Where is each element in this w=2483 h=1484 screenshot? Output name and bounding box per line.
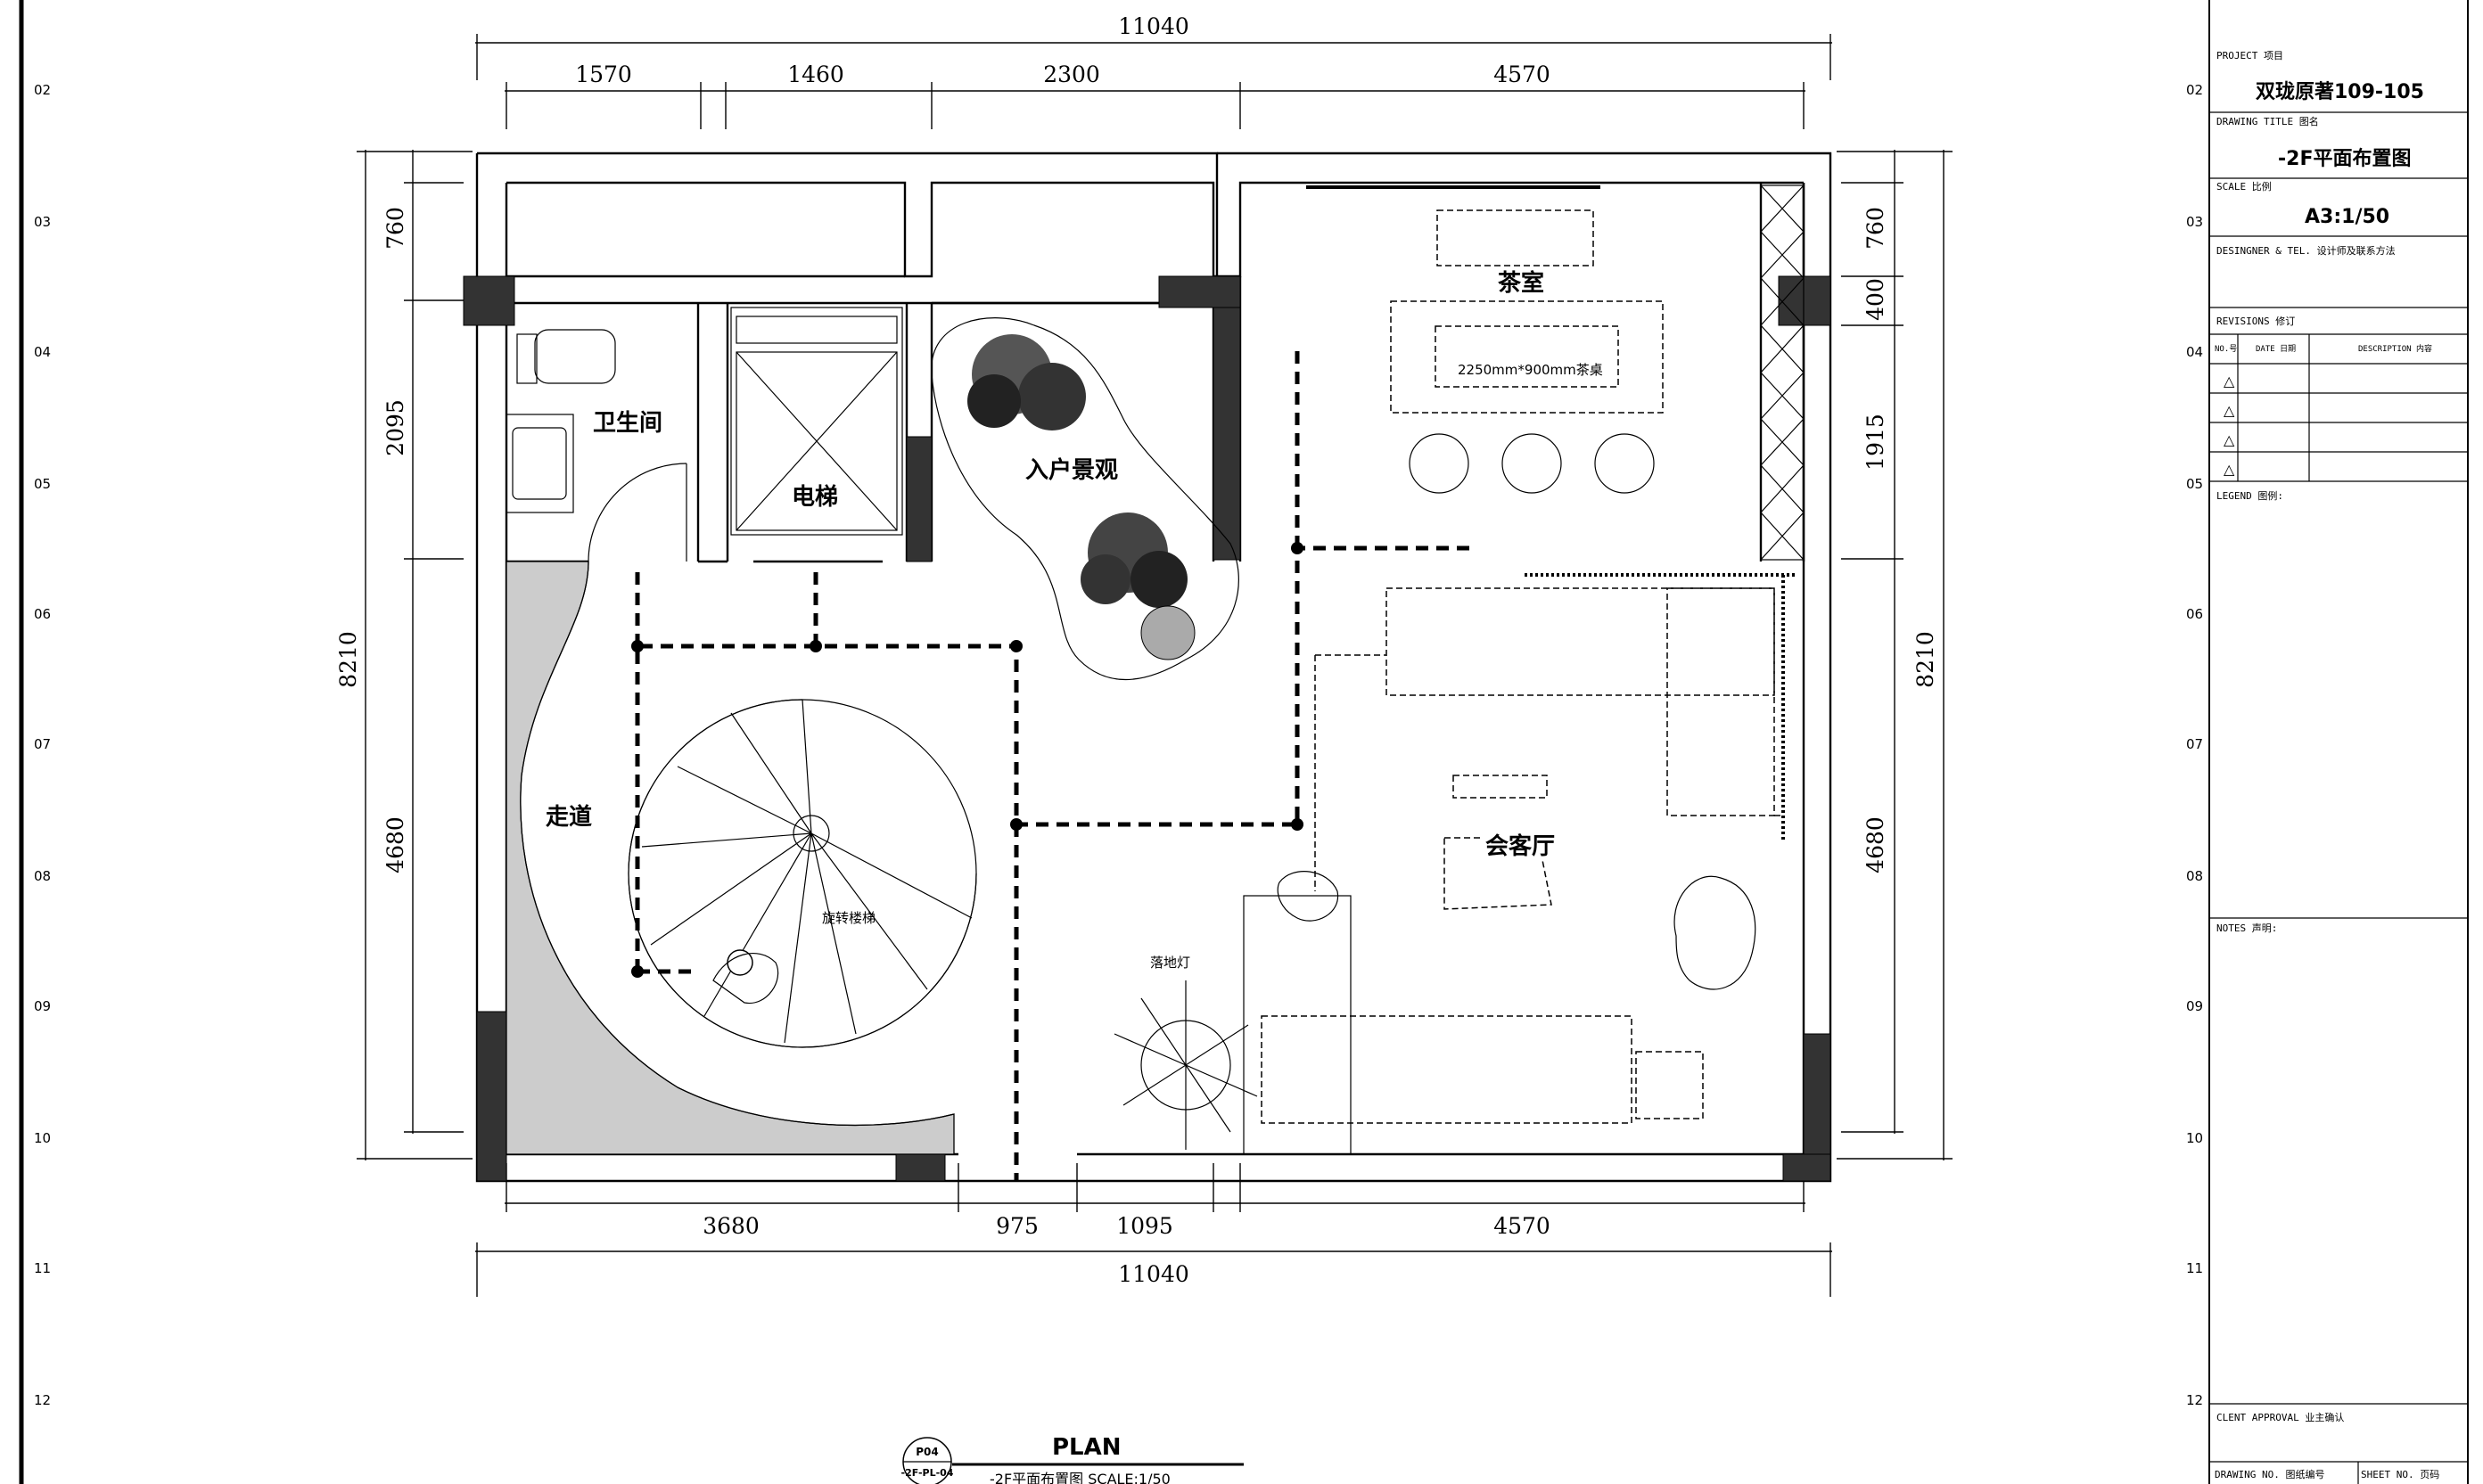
corridor: 走道 bbox=[506, 561, 955, 1155]
bathroom: 卫生间 bbox=[506, 329, 687, 562]
rev-header-desc: DESCRIPTION 内容 bbox=[2358, 343, 2432, 354]
project-label: PROJECT 项目 bbox=[2216, 50, 2283, 61]
revision-triangle-icon: △ bbox=[2224, 373, 2235, 389]
grid-number: 03 bbox=[2186, 214, 2203, 230]
footer-badge-bottom: -2F-PL-04 bbox=[901, 1467, 954, 1479]
bottom-dimensions: 3680 975 1095 4570 11040 bbox=[475, 1163, 1832, 1297]
revision-triangle-icon: △ bbox=[2224, 461, 2235, 478]
dim-right-1: 760 bbox=[1862, 207, 1888, 250]
revisions-label: REVISIONS 修订 bbox=[2216, 315, 2295, 327]
entry-landscape: 入户景观 bbox=[931, 317, 1239, 681]
dim-left-total: 8210 bbox=[335, 631, 361, 688]
grid-number: 04 bbox=[2186, 344, 2203, 360]
title-block: PROJECT 项目 双珑原著109-105 DRAWING TITLE 图名 … bbox=[2209, 50, 2468, 1484]
grid-number: 10 bbox=[2186, 1130, 2203, 1146]
left-dimensions: 8210 760 2095 4680 bbox=[335, 150, 473, 1160]
tree-icon bbox=[1081, 512, 1188, 608]
tree-icon bbox=[967, 334, 1086, 430]
dim-total-bottom: 11040 bbox=[1118, 1261, 1189, 1287]
notes-label: NOTES 声明: bbox=[2216, 922, 2277, 934]
grid-number: 05 bbox=[2186, 476, 2203, 492]
drawing-title: -2F平面布置图 bbox=[2278, 147, 2411, 170]
corridor-label: 走道 bbox=[546, 803, 592, 831]
rev-header-no: NO.号 bbox=[2215, 344, 2237, 354]
circulation-paths bbox=[631, 343, 1476, 1181]
footer-plan-title: PLAN bbox=[1052, 1434, 1122, 1461]
elevator: 电梯 bbox=[730, 307, 903, 536]
grid-numbers-right: 02 03 04 05 06 07 08 09 10 11 12 bbox=[2186, 82, 2203, 1408]
dim-top-1: 1570 bbox=[575, 61, 632, 87]
grid-number: 02 bbox=[34, 82, 51, 98]
tea-table-label: 2250mm*900mm茶桌 bbox=[1458, 362, 1603, 378]
grid-number: 06 bbox=[34, 606, 51, 622]
rev-header-date: DATE 日期 bbox=[2256, 344, 2296, 354]
designer-label: DESINGNER & TEL. 设计师及联系方法 bbox=[2216, 244, 2396, 257]
grid-number: 11 bbox=[34, 1260, 51, 1276]
dim-bottom-2: 975 bbox=[996, 1213, 1039, 1239]
drawing-no-label: DRAWING NO. 图纸编号 bbox=[2215, 1468, 2324, 1480]
spiral-stair-label: 旋转楼梯 bbox=[822, 910, 876, 926]
top-dimensions: 11040 1570 1460 2300 4570 bbox=[475, 13, 1832, 129]
dim-top-2: 1460 bbox=[787, 61, 844, 87]
dim-top-4: 4570 bbox=[1493, 61, 1550, 87]
footer-caption: -2F平面布置图 SCALE:1/50 bbox=[990, 1471, 1171, 1484]
built-in-cabinet bbox=[1760, 184, 1805, 561]
right-dimensions: 8210 760 400 1915 4680 bbox=[1837, 150, 1953, 1160]
grid-number: 06 bbox=[2186, 606, 2203, 622]
grid-number: 09 bbox=[2186, 998, 2203, 1014]
grid-number: 05 bbox=[34, 476, 51, 492]
grid-number: 07 bbox=[34, 736, 51, 752]
grid-number: 08 bbox=[2186, 868, 2203, 884]
legend-label: LEGEND 图例: bbox=[2216, 489, 2283, 502]
reception-label: 会客厅 bbox=[1485, 832, 1555, 860]
spiral-stair: 旋转楼梯 bbox=[628, 699, 977, 1048]
dim-left-1: 760 bbox=[382, 207, 408, 250]
revision-triangle-icon: △ bbox=[2224, 402, 2235, 419]
revision-triangle-icon: △ bbox=[2224, 431, 2235, 448]
scale-label: SCALE 比例 bbox=[2216, 180, 2272, 193]
dim-total-top: 11040 bbox=[1118, 13, 1189, 39]
tea-room: 茶室 2250mm*900mm茶桌 bbox=[1306, 185, 1664, 494]
bathroom-label: 卫生间 bbox=[593, 410, 662, 437]
entry-landscape-label: 入户景观 bbox=[1025, 456, 1118, 484]
grid-number: 10 bbox=[34, 1130, 51, 1146]
columns bbox=[463, 275, 1831, 1182]
dim-right-3: 1915 bbox=[1862, 414, 1888, 471]
dim-left-2: 2095 bbox=[382, 399, 408, 456]
dim-top-3: 2300 bbox=[1043, 61, 1100, 87]
dim-right-total: 8210 bbox=[1912, 631, 1938, 688]
client-approval-label: CLENT APPROVAL 业主确认 bbox=[2216, 1412, 2344, 1423]
grid-number: 04 bbox=[34, 344, 51, 360]
grid-number: 12 bbox=[2186, 1392, 2203, 1408]
grid-number: 11 bbox=[2186, 1260, 2203, 1276]
elevator-label: 电梯 bbox=[792, 484, 838, 511]
project-name: 双珑原著109-105 bbox=[2256, 80, 2424, 103]
floor-lamp: 落地灯 bbox=[1114, 955, 1258, 1150]
walls bbox=[475, 152, 1832, 1183]
dim-left-3: 4680 bbox=[382, 816, 408, 873]
footer-badge-top: P04 bbox=[916, 1446, 939, 1458]
grid-number: 02 bbox=[2186, 82, 2203, 98]
floor-lamp-label: 落地灯 bbox=[1150, 955, 1190, 971]
grid-numbers-left: 02 03 04 05 06 07 08 09 10 11 12 bbox=[34, 82, 51, 1408]
tea-room-label: 茶室 bbox=[1498, 269, 1544, 297]
dim-bottom-4: 4570 bbox=[1493, 1213, 1550, 1239]
person-icon bbox=[712, 949, 779, 1004]
grid-number: 12 bbox=[34, 1392, 51, 1408]
dim-right-2: 400 bbox=[1862, 278, 1888, 321]
reception: 会客厅 bbox=[1243, 573, 1796, 1155]
grid-number: 08 bbox=[34, 868, 51, 884]
sheet-no-label: SHEET NO. 页码 bbox=[2361, 1469, 2439, 1480]
drawing-title-label: DRAWING TITLE 图名 bbox=[2216, 115, 2319, 127]
dim-right-4: 4680 bbox=[1862, 816, 1888, 873]
grid-number: 03 bbox=[34, 214, 51, 230]
dim-bottom-1: 3680 bbox=[703, 1213, 760, 1239]
scale-value: A3:1/50 bbox=[2305, 206, 2389, 228]
grid-number: 09 bbox=[34, 998, 51, 1014]
plan-footer: P04 -2F-PL-04 PLAN -2F平面布置图 SCALE:1/50 bbox=[901, 1434, 1244, 1484]
dim-bottom-3: 1095 bbox=[1116, 1213, 1173, 1239]
grid-number: 07 bbox=[2186, 736, 2203, 752]
